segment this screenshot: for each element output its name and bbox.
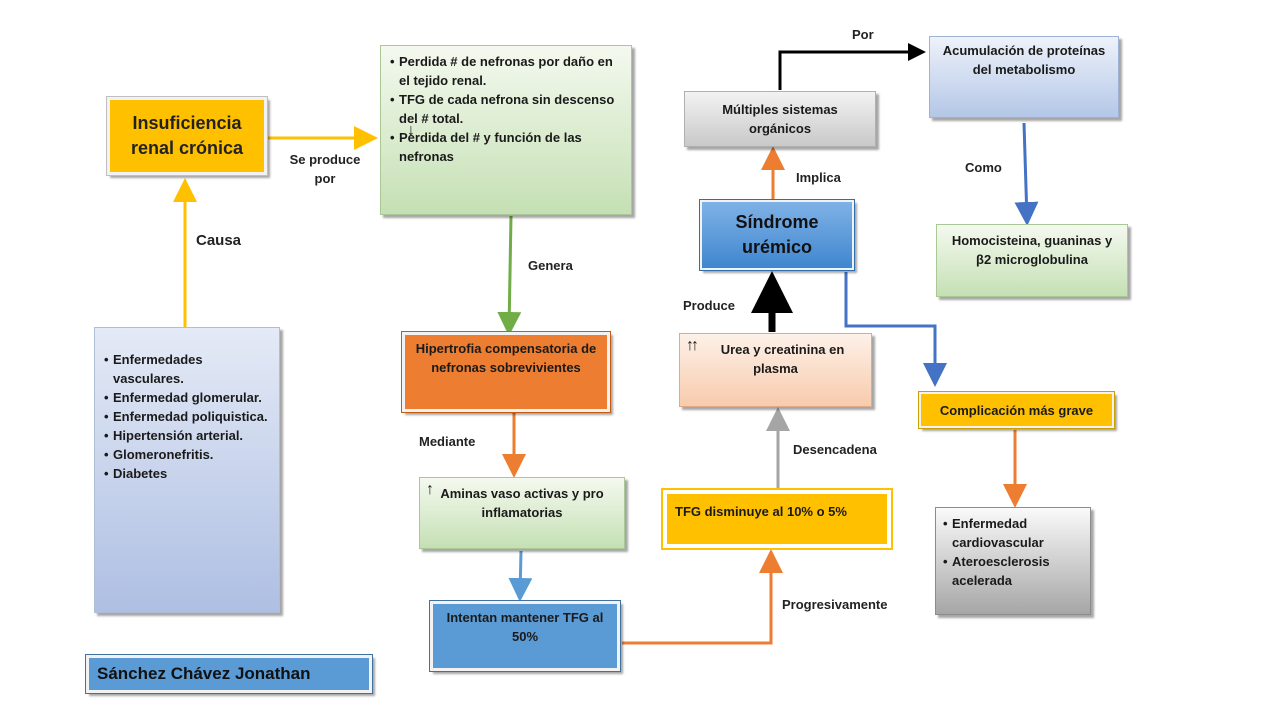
protein-accumulation-text: Acumulación de proteínas del metabolismo — [942, 43, 1106, 77]
complication-text: Complicación más grave — [939, 402, 1094, 418]
label-desencadena: Desencadena — [793, 442, 877, 457]
box-homocisteina: Homocisteina, guaninas y β2 microglobuli… — [936, 224, 1128, 297]
label-se-produce: Se produce por — [289, 152, 361, 186]
box-complication: Complicación más grave — [918, 391, 1115, 429]
box-hypertrophy: Hipertrofia compensatoria de nefronas so… — [401, 331, 611, 413]
box-amines: ↑ Aminas vaso activas y pro inflamatoria… — [419, 477, 625, 549]
label-como: Como — [965, 160, 1002, 175]
box-cardio: Enfermedad cardiovascular Ateroesclerosi… — [935, 507, 1091, 615]
nephron-item: TFG de cada nefrona sin descenso del # t… — [389, 90, 623, 128]
label-causa: Causa — [196, 232, 242, 249]
label-por: Por — [852, 27, 874, 42]
uremic-syndrome-text: Síndrome urémico — [735, 212, 819, 257]
nephron-loss-list: Perdida # de nefronas por daño en el tej… — [389, 52, 623, 166]
nephron-item: Perdida # de nefronas por daño en el tej… — [389, 52, 623, 90]
label-produce: Produce — [683, 298, 736, 313]
label-mediante: Mediante — [419, 434, 476, 449]
cause-item: Diabetes — [103, 464, 271, 483]
nephron-item: Perdida del # y función de las nefronas — [389, 128, 623, 166]
arrow-como — [1014, 122, 1039, 226]
insuficiencia-renal-text: Insuficiencia renal crónica — [130, 113, 244, 158]
arrow-amines-maintain — [508, 550, 533, 602]
arrow-uremic-complication — [844, 272, 947, 387]
box-nephron-loss: Perdida # de nefronas por daño en el tej… — [380, 45, 632, 215]
author-name: Sánchez Chávez Jonathan — [85, 654, 373, 694]
hypertrophy-text: Hipertrofia compensatoria de nefronas so… — [415, 341, 597, 375]
label-progresivamente: Progresivamente — [782, 597, 888, 612]
box-insuficiencia-renal: Insuficiencia renal crónica — [106, 96, 268, 176]
up-arrow-icon: ↑ — [426, 481, 434, 498]
cardio-list: Enfermedad cardiovascular Ateroesclerosi… — [942, 514, 1084, 590]
cause-item: Enfermedad poliquistica. — [103, 407, 271, 426]
box-multiple-systems: Múltiples sistemas orgánicos — [684, 91, 876, 147]
cause-item: Glomeronefritis. — [103, 445, 271, 464]
box-causes: Enfermedades vasculares. Enfermedad glom… — [94, 327, 280, 613]
down-arrow-icon: ↓ — [407, 122, 415, 139]
maintain-tfg-text: Intentan mantener TFG al 50% — [446, 610, 604, 644]
cause-item: Enfermedades vasculares. — [103, 350, 271, 388]
box-tfg-drop: TFG disminuye al 10% o 5% — [661, 488, 893, 550]
tfg-drop-text: TFG disminuye al 10% o 5% — [675, 504, 847, 519]
causes-list: Enfermedades vasculares. Enfermedad glom… — [103, 350, 271, 483]
double-up-arrow-icon: ↑↑ — [686, 337, 699, 354]
author-text: Sánchez Chávez Jonathan — [97, 664, 311, 683]
arrow-genera — [497, 215, 522, 336]
box-uremic-syndrome: Síndrome urémico — [699, 199, 855, 271]
cardio-item: Enfermedad cardiovascular — [942, 514, 1084, 552]
cause-item: Enfermedad glomerular. — [103, 388, 271, 407]
amines-text: Aminas vaso activas y pro inflamatorias — [440, 486, 604, 520]
arrow-por — [778, 43, 926, 90]
label-implica: Implica — [796, 170, 841, 185]
multiple-systems-text: Múltiples sistemas orgánicos — [722, 102, 838, 136]
box-urea: ↑↑ Urea y creatinina en plasma — [679, 333, 872, 407]
cause-item: Hipertensión arterial. — [103, 426, 271, 445]
box-maintain-tfg: Intentan mantener TFG al 50% — [429, 600, 621, 672]
box-protein-accumulation: Acumulación de proteínas del metabolismo — [929, 36, 1119, 118]
arrow-progresivamente — [622, 549, 783, 645]
cardio-item: Ateroesclerosis acelerada — [942, 552, 1084, 590]
homocisteina-text: Homocisteina, guaninas y β2 microglobuli… — [951, 233, 1113, 267]
label-genera: Genera — [528, 258, 573, 273]
urea-text: Urea y creatinina en plasma — [720, 342, 845, 376]
